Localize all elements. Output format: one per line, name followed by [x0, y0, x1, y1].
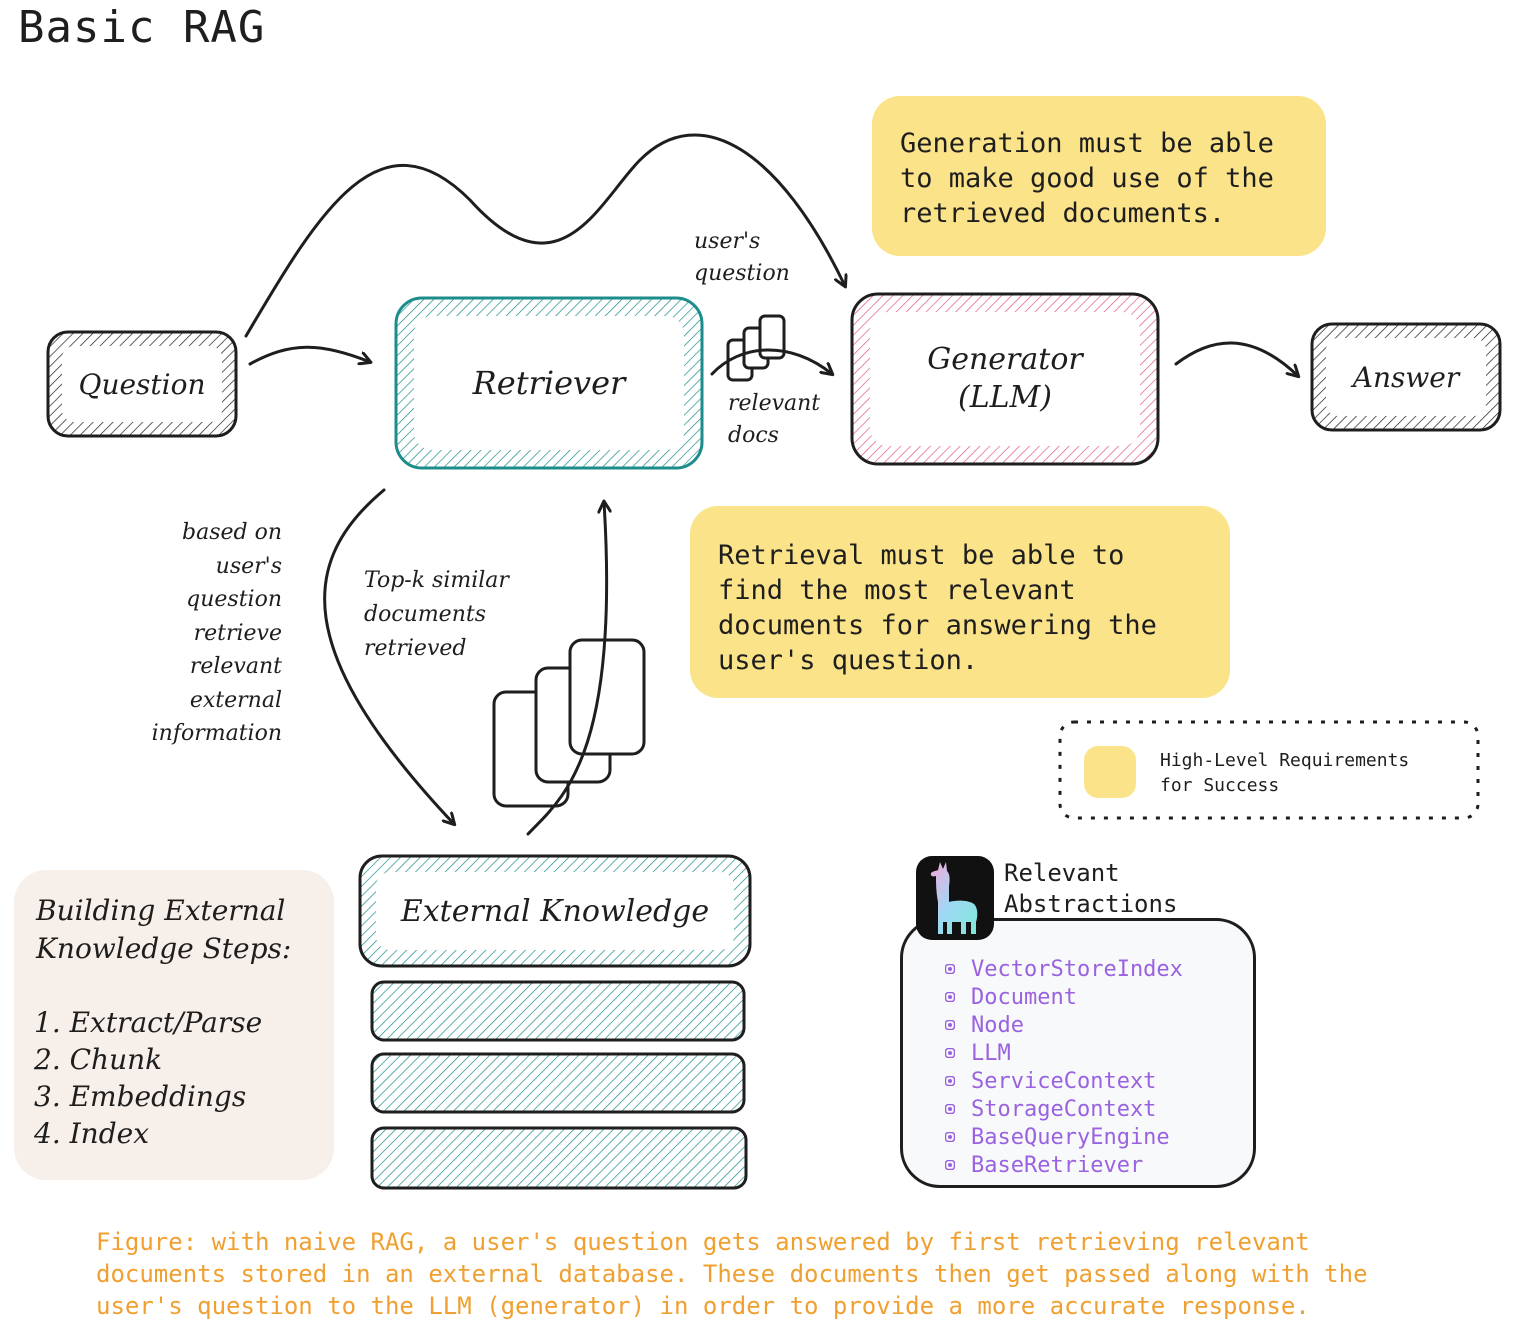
- based-on-label: based on user's question retrieve releva…: [151, 520, 282, 746]
- knowledge-steps-panel: Building External Knowledge Steps: 1. Ex…: [14, 870, 334, 1180]
- external-knowledge-label: External Knowledge: [400, 893, 710, 929]
- knowledge-step: 4. Index: [34, 1117, 149, 1150]
- knowledge-step: 3. Embeddings: [34, 1080, 247, 1113]
- bullet-icon: [945, 1132, 955, 1142]
- abstractions-list: VectorStoreIndex Document Node LLM Servi…: [945, 955, 1183, 1179]
- abstraction-item[interactable]: StorageContext: [945, 1095, 1183, 1123]
- topk-label: Top-k similar documents retrieved: [364, 568, 509, 661]
- bullet-icon: [945, 1104, 955, 1114]
- generator-label-line1: Generator: [927, 342, 1083, 377]
- arrow-docs-to-generator: [710, 348, 832, 374]
- external-knowledge-node: [358, 854, 752, 968]
- retrieved-docs-icon: [492, 638, 646, 808]
- abstractions-title: Relevant Abstractions: [1004, 859, 1178, 918]
- knowledge-steps-heading: Building External Knowledge Steps:: [36, 894, 292, 965]
- generator-node: [850, 292, 1160, 466]
- abstraction-item[interactable]: Document: [945, 983, 1183, 1011]
- diagram-title: Basic RAG: [18, 2, 266, 53]
- arrow-question-to-retriever: [248, 345, 370, 366]
- answer-label: Answer: [1352, 360, 1460, 394]
- users-question-label: user's question: [694, 229, 790, 286]
- knowledge-step: 1. Extract/Parse: [34, 1006, 263, 1039]
- llama-icon: [916, 856, 994, 940]
- legend-box: [1058, 720, 1480, 820]
- generator-label-line2: (LLM): [958, 380, 1052, 415]
- generation-requirement-note: Generation must be able to make good use…: [872, 96, 1326, 256]
- question-node: [46, 330, 238, 438]
- bullet-icon: [945, 1160, 955, 1170]
- arrow-question-to-generator: [244, 133, 845, 338]
- database-layers: [370, 980, 748, 1190]
- abstraction-item[interactable]: ServiceContext: [945, 1067, 1183, 1095]
- bullet-icon: [945, 1020, 955, 1030]
- abstraction-item[interactable]: BaseRetriever: [945, 1151, 1183, 1179]
- abstraction-item[interactable]: Node: [945, 1011, 1183, 1039]
- generator-label: Generator (LLM): [870, 312, 1140, 446]
- question-label: Question: [78, 367, 206, 401]
- small-docs-icon: [726, 314, 786, 382]
- abstractions-box: VectorStoreIndex Document Node LLM Servi…: [900, 918, 1256, 1188]
- arrow-generator-to-answer: [1174, 341, 1298, 376]
- retriever-label: Retriever: [472, 364, 626, 402]
- bullet-icon: [945, 1076, 955, 1086]
- bullet-icon: [945, 1048, 955, 1058]
- arrow-knowledge-to-retriever: [526, 502, 607, 836]
- arrow-retriever-to-knowledge: [323, 488, 454, 824]
- figure-caption: Figure: with naive RAG, a user's questio…: [96, 1228, 1368, 1320]
- answer-node: [1310, 322, 1502, 432]
- abstraction-item[interactable]: LLM: [945, 1039, 1183, 1067]
- legend-swatch: [1084, 746, 1136, 798]
- abstraction-item[interactable]: VectorStoreIndex: [945, 955, 1183, 983]
- retrieval-requirement-note: Retrieval must be able to find the most …: [690, 506, 1230, 698]
- knowledge-steps-list: 1. Extract/Parse 2. Chunk 3. Embeddings …: [34, 1004, 262, 1152]
- abstraction-item[interactable]: BaseQueryEngine: [945, 1123, 1183, 1151]
- relevant-docs-label: relevant docs: [728, 391, 821, 448]
- bullet-icon: [945, 964, 955, 974]
- knowledge-step: 2. Chunk: [34, 1043, 163, 1076]
- legend-text: High-Level Requirements for Success: [1160, 750, 1410, 796]
- bullet-icon: [945, 992, 955, 1002]
- retriever-node: [394, 296, 704, 470]
